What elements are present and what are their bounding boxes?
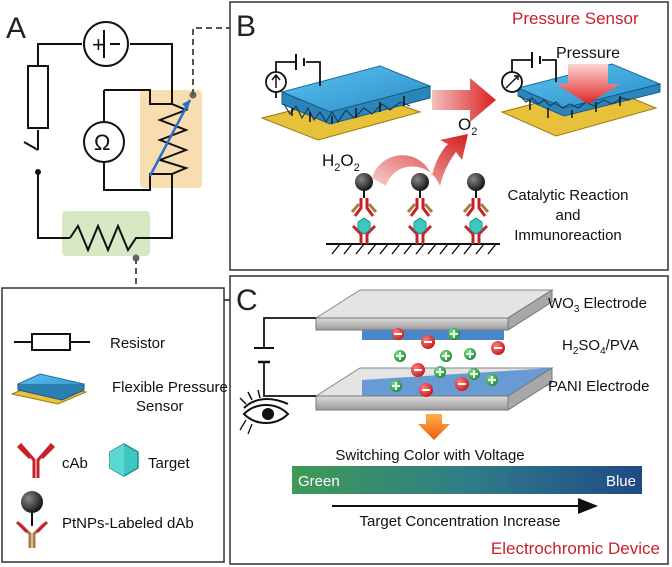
pressure-arrow-icon [556,64,620,104]
panel-c: C [229,275,669,565]
caption-line-3: Immunoreaction [514,227,622,244]
legend-sensor-label-line2: Sensor [136,398,184,415]
resistor-highlight-box [62,211,150,256]
switch-symbol [23,141,41,175]
battery-symbol: + [83,21,129,67]
legend-cab-label: cAb [62,455,88,472]
device-battery-circuit [254,317,316,397]
electrolyte-label: H2SO4/PVA [562,337,639,357]
legend-dab-label: PtNPs-Labeled dAb [62,515,194,532]
reaction-arrow [372,134,468,186]
caption-line-1: Catalytic Reaction [508,187,629,204]
ohmmeter-symbol: Ω [83,121,125,163]
color-gradient-bar [292,466,642,494]
pani-electrode-label: PANI Electrode [548,378,649,395]
battery-plus: + [92,32,105,57]
fixed-resistor [27,65,49,129]
gradient-right-label: Blue [606,473,636,490]
pani-electrode-plate [314,367,554,411]
panel-a-letter: A [6,12,26,45]
eye-icon [239,389,290,435]
concentration-text: Target Concentration Increase [360,513,561,530]
ammeter-left [265,54,321,98]
legend-target-label: Target [148,455,191,472]
zigzag-resistor [69,223,144,253]
panel-b-letter: B [236,10,256,43]
panel-a: A + [6,12,230,301]
pressure-sensor-title: Pressure Sensor [512,9,639,28]
panel-c-letter: C [236,284,258,317]
connector-line-b [192,27,230,95]
substrate-surface [326,243,500,255]
legend-cab-icon [16,443,56,478]
switching-text: Switching Color with Voltage [335,447,524,464]
electrochromic-title: Electrochromic Device [491,539,660,558]
variable-resistor [148,99,192,177]
circuit-wires [37,43,173,239]
pressure-label: Pressure [556,45,620,62]
sensor-left [260,65,432,141]
wo3-electrode-plate [314,289,554,340]
legend-panel: Resistor Flexible Pressure Sensor cAb Ta… [1,287,228,563]
ammeter-right [501,52,557,93]
gradient-left-label: Green [298,473,340,490]
switch-arrow-icon [418,414,450,440]
h2o2-label: H2O2 [322,151,360,174]
o2-label: O2 [458,115,477,138]
immuno-complex-2 [406,173,434,244]
wo3-electrode-label: WO3 Electrode [548,295,647,315]
legend-dab-icon [15,491,49,548]
legend-resistor-icon [14,333,90,351]
ohm-glyph: Ω [94,130,110,155]
panel-b: B Pressure Sensor [229,1,669,271]
immuno-complex-1 [350,173,378,244]
electrolyte-ions [390,328,505,397]
legend-sensor-label-line1: Flexible Pressure [112,379,228,396]
legend-target-icon [109,443,139,477]
transition-arrow [432,78,496,122]
caption-line-2: and [555,207,580,224]
legend-resistor-label: Resistor [110,335,165,352]
immuno-complex-3 [462,173,490,244]
legend-sensor-icon [10,373,88,405]
